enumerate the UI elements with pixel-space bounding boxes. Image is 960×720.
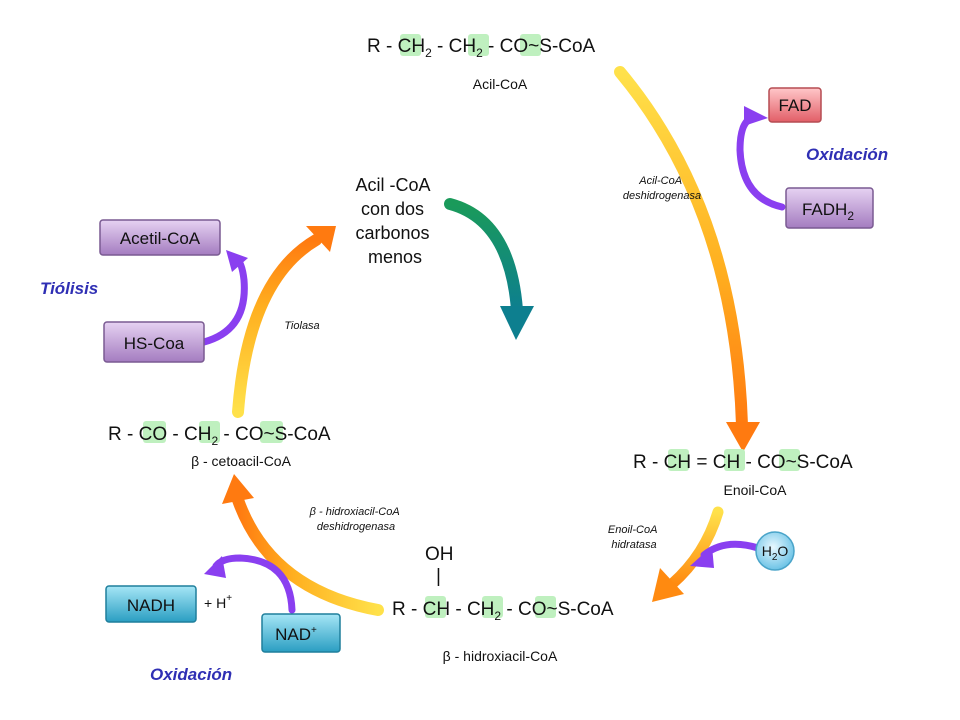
svg-text:HS-Coa: HS-Coa xyxy=(124,334,185,353)
purple-arrow-acetyl xyxy=(200,250,248,346)
enzyme-thiolase: Tiolasa xyxy=(284,320,319,332)
svg-text:Acetil-CoA: Acetil-CoA xyxy=(120,229,201,248)
nad-box: NAD+ xyxy=(261,613,341,653)
svg-text:R - CH = CH - CO~S-CoA: R - CH = CH - CO~S-CoA xyxy=(633,452,853,473)
stage-label-thiolysis: Tiólisis xyxy=(40,279,98,298)
formula-hydroxyacyl-coa: R - CH - CH2 - CO~S-CoA xyxy=(392,596,614,623)
formula-enoyl-coa: R - CH = CH - CO~S-CoA xyxy=(633,449,853,473)
hs-coa-box: HS-Coa xyxy=(103,321,205,363)
enzyme-acyl-coa-dehydrogenase: Acil-CoA deshidrogenasa xyxy=(623,175,701,202)
svg-text:H2O: H2O xyxy=(762,543,789,563)
formula-acyl-coa: R - CH2 - CH2 - CO~S-CoA xyxy=(367,34,596,60)
nadh-box: NADH xyxy=(105,585,197,623)
purple-arrow-nad xyxy=(204,554,296,614)
hydroxyl-bond: | xyxy=(436,566,441,587)
svg-text:NAD+: NAD+ xyxy=(275,625,317,644)
proton-label: + H+ xyxy=(204,593,232,611)
cycle-arrow-oxidation-nad xyxy=(222,474,384,616)
acetyl-coa-box: Acetil-CoA xyxy=(99,219,221,256)
purple-arrow-water xyxy=(690,540,762,568)
water-circle: H2O xyxy=(755,531,795,571)
enzyme-hydroxyacyl-dehydrogenase: β - hidroxiacil-CoA deshidrogenasa xyxy=(309,506,403,533)
stage-label-oxidation-top: Oxidación xyxy=(806,145,888,164)
svg-text:FAD: FAD xyxy=(778,96,811,115)
svg-text:NADH: NADH xyxy=(127,596,175,615)
formula-ketoacyl-coa: R - CO - CH2 - CO~S-CoA xyxy=(108,421,331,448)
svg-text:R - CH - CH2 - CO~S-CoA: R - CH - CH2 - CO~S-CoA xyxy=(392,599,614,623)
label-enoyl-coa: Enoil-CoA xyxy=(723,482,787,498)
cycle-arrow-dehydrogenation xyxy=(614,66,760,452)
cycle-arrow-hydration xyxy=(652,506,724,602)
label-ketoacyl-coa: β - cetoacil-CoA xyxy=(191,453,292,469)
svg-text:R - CO - CH2 - CO~S-CoA: R - CO - CH2 - CO~S-CoA xyxy=(108,424,331,448)
svg-text:FADH2: FADH2 xyxy=(802,200,854,223)
label-acyl-coa: Acil-CoA xyxy=(473,76,528,92)
hydroxyl-group: OH xyxy=(425,544,454,565)
center-teal-arrow xyxy=(444,198,534,340)
svg-text:R - CH2 - CH2 - CO~S-CoA: R - CH2 - CH2 - CO~S-CoA xyxy=(367,36,596,60)
fadh2-box: FADH2 xyxy=(785,187,874,229)
label-hydroxyacyl-coa: β - hidroxiacil-CoA xyxy=(443,648,558,664)
fad-box: FAD xyxy=(768,87,822,123)
stage-label-oxidation-bottom: Oxidación xyxy=(150,665,232,684)
enzyme-enoyl-coa-hydratase: Enoil-CoA hidratasa xyxy=(608,524,660,551)
cycle-arrow-thiolysis xyxy=(232,226,336,418)
center-product-label: Acil -CoA con dos carbonos menos xyxy=(355,175,434,267)
purple-arrow-fad xyxy=(736,106,786,211)
